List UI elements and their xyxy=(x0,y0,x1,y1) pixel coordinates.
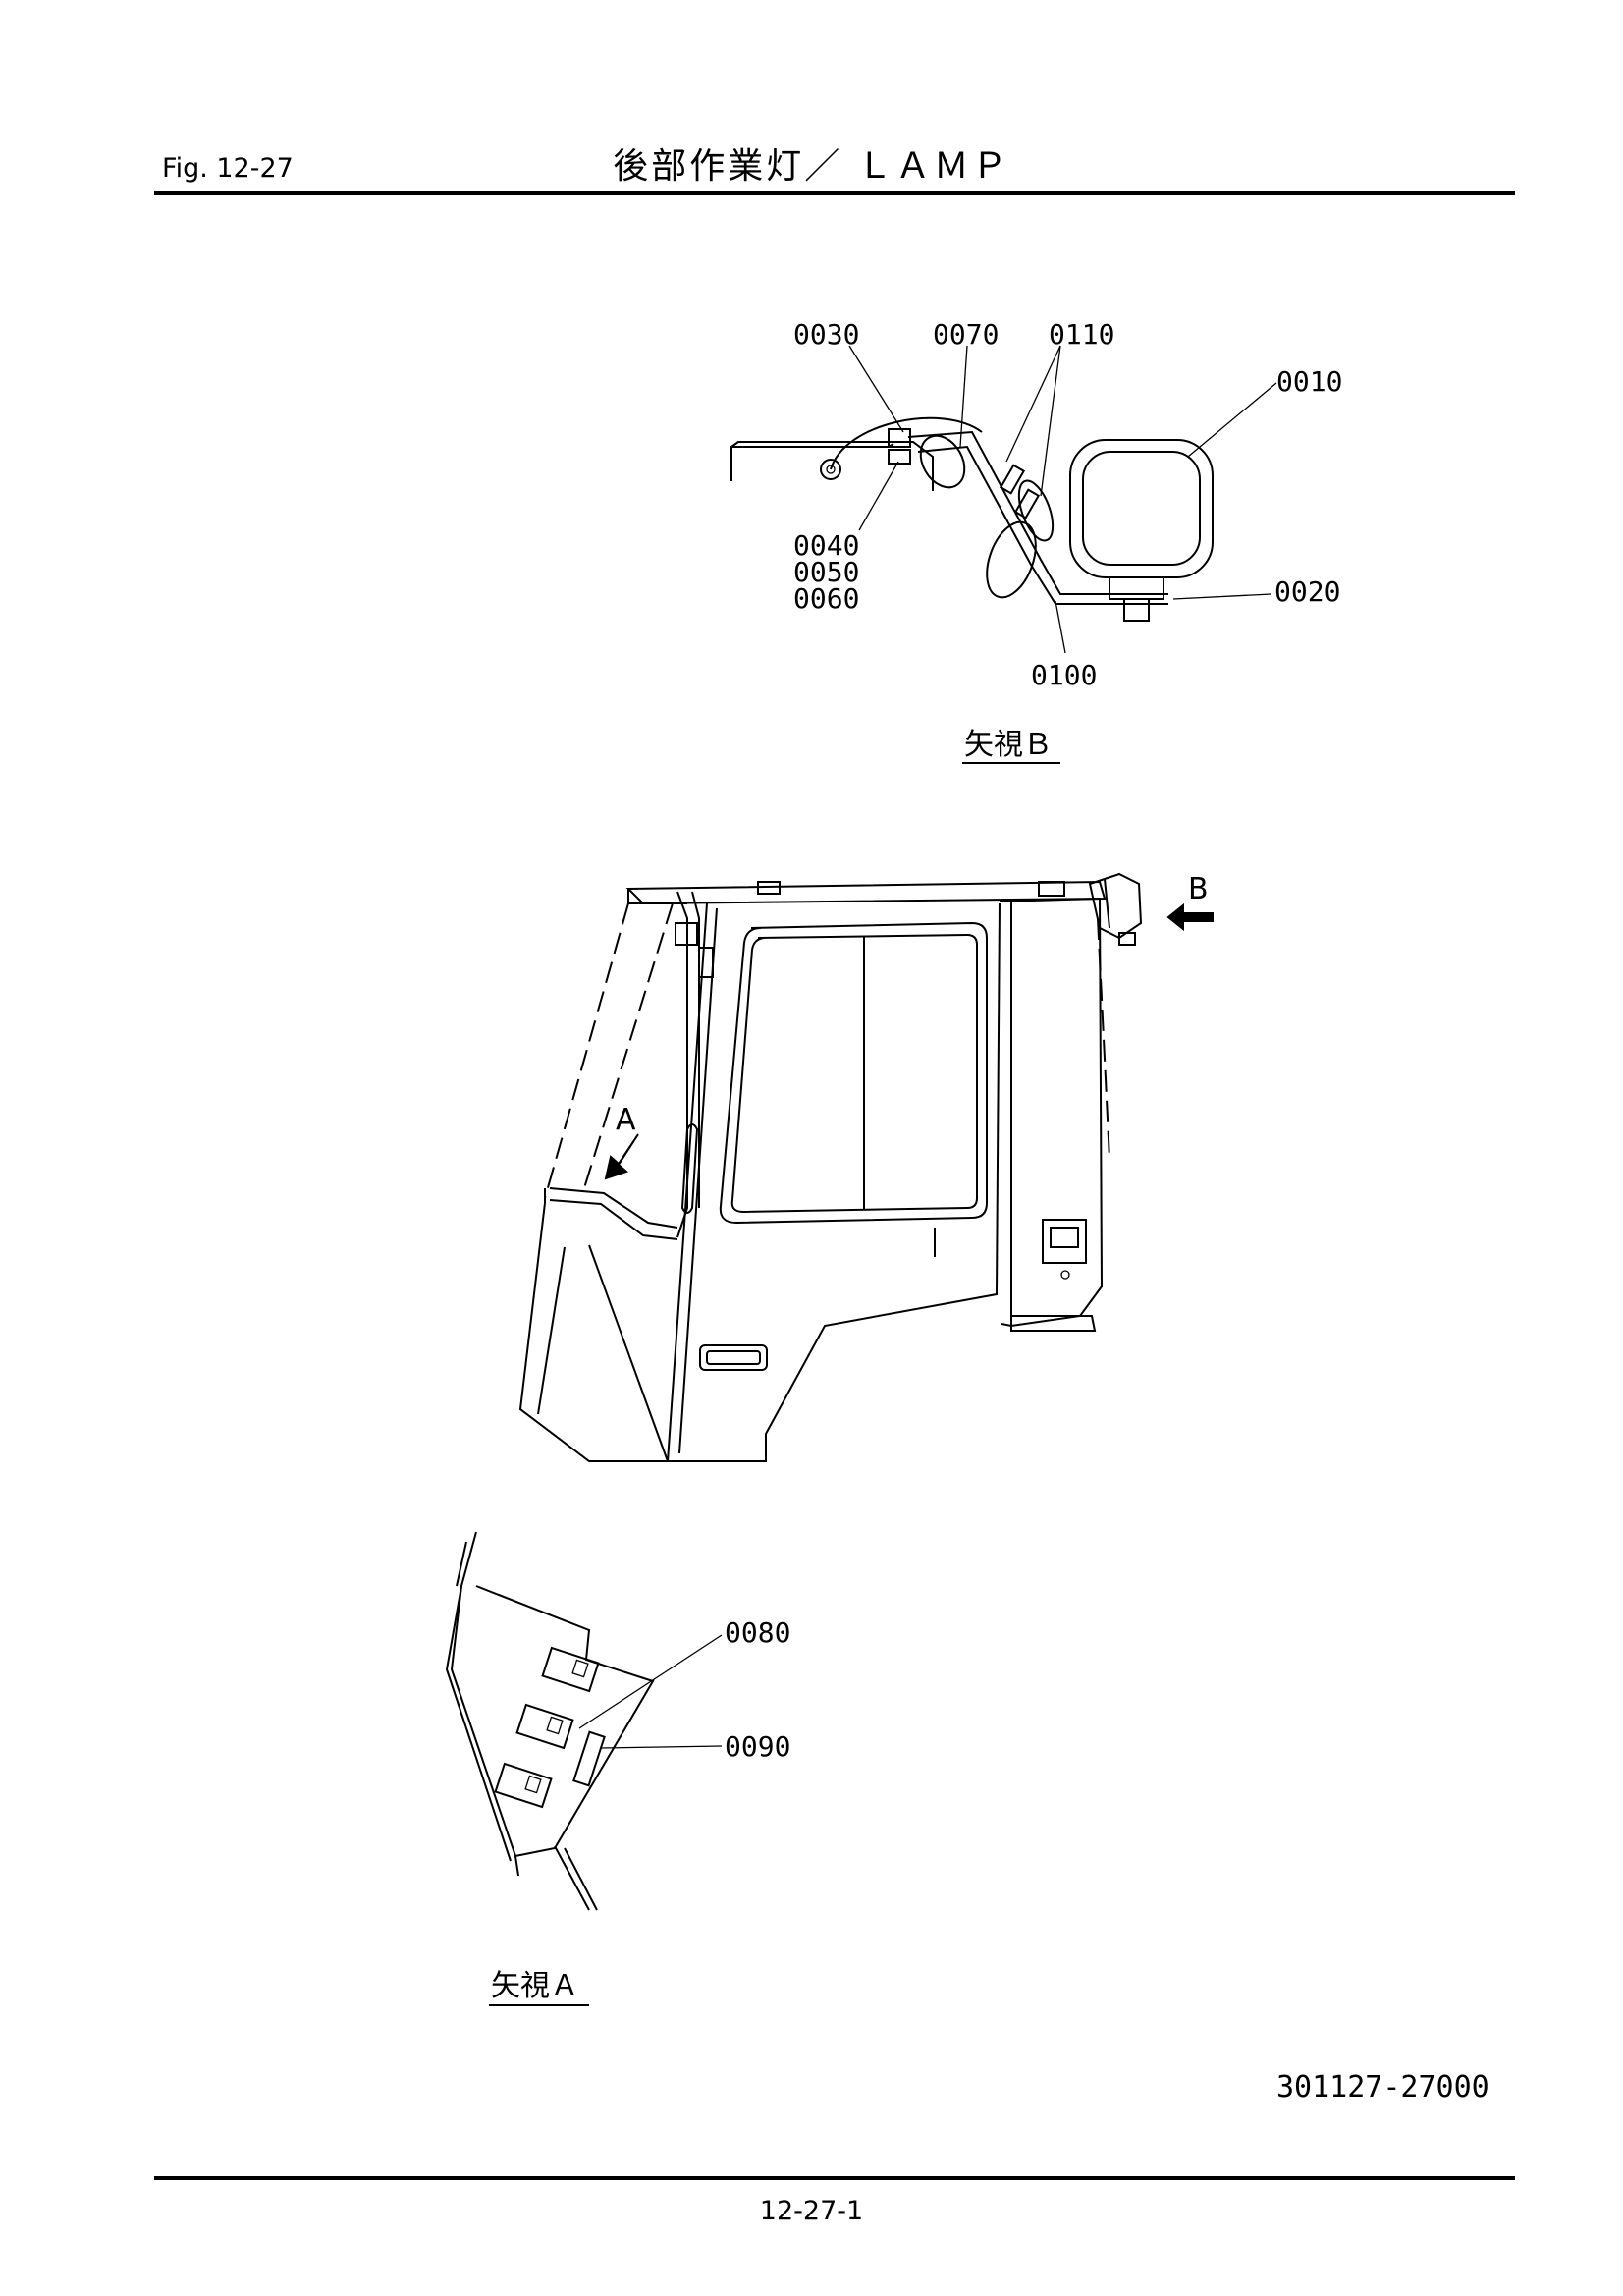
footer-rule xyxy=(154,2176,1515,2180)
part-label-0020: 0020 xyxy=(1274,575,1340,608)
page-title: 後部作業灯／ ＬＡＭＰ xyxy=(613,146,1010,187)
page-number: 12-27-1 xyxy=(759,2196,864,2226)
document-number: 301127-27000 xyxy=(1276,2070,1489,2105)
part-label-0110: 0110 xyxy=(1049,318,1114,351)
cab-drawing: A B xyxy=(518,872,1214,1462)
view-b-drawing: 0030 0070 0110 0010 0040 0050 0060 0020 … xyxy=(730,318,1342,764)
part-label-0030: 0030 xyxy=(793,318,859,351)
view-a-caption: 矢視Ａ xyxy=(491,1969,579,2003)
part-label-0060: 0060 xyxy=(793,582,859,615)
part-label-0040: 0040 xyxy=(793,529,859,562)
part-label-0010: 0010 xyxy=(1276,365,1342,398)
part-label-0070: 0070 xyxy=(933,318,999,351)
arrow-b-label: B xyxy=(1188,872,1209,906)
part-label-0090: 0090 xyxy=(725,1730,790,1763)
arrow-a-label: A xyxy=(616,1103,636,1137)
figure-label: Fig. 12-27 xyxy=(162,153,294,184)
view-b-caption: 矢視Ｂ xyxy=(964,728,1053,762)
part-label-0080: 0080 xyxy=(725,1616,790,1649)
part-label-0100: 0100 xyxy=(1031,659,1097,691)
header-rule xyxy=(154,191,1515,195)
view-a-drawing: 0080 0090 矢視Ａ xyxy=(445,1531,790,2006)
part-label-0050: 0050 xyxy=(793,556,859,588)
